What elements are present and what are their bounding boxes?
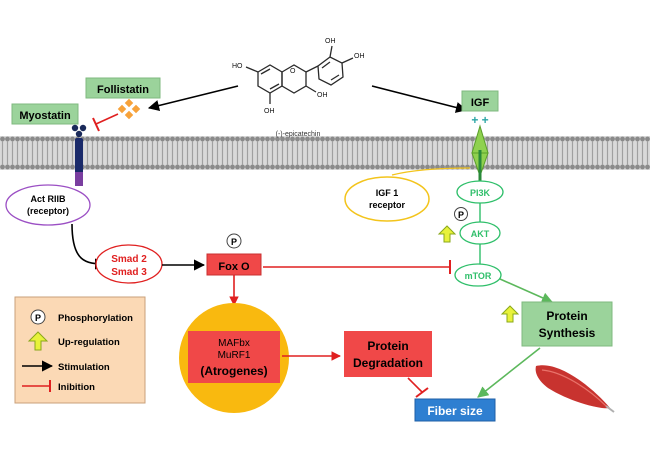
myostatin-box (11, 103, 79, 125)
pi3k-label: PI3K (470, 188, 491, 198)
protein-degradation-label: Protein (367, 339, 408, 353)
follistatin-inhibits-myostatin (95, 113, 119, 125)
igf-receptor-label: receptor (369, 200, 406, 210)
akt-upregulation-icon (437, 225, 457, 243)
act-riib-receptor-icon (71, 124, 87, 186)
legend-phosphorylation-icon (30, 309, 46, 325)
legend-upregulation-icon (27, 331, 49, 351)
degradation-inhibits-fiber (407, 377, 423, 393)
mtor-label: mTOR (465, 271, 492, 281)
epicatechin-to-follistatin-arrow (147, 85, 239, 112)
fiber-size-label: Fiber size (427, 404, 483, 418)
cell-membrane (0, 136, 650, 170)
epicatechin-to-igf-arrow (371, 85, 468, 113)
svg-text:O: O (290, 68, 296, 75)
protein-degradation-label: Degradation (353, 356, 423, 370)
mtor-to-synthesis-arrow (499, 278, 554, 304)
protein-synthesis-label: Synthesis (539, 326, 596, 340)
oh-label: OH (317, 92, 328, 99)
smad-label: Smad 3 (111, 267, 147, 278)
oh-label: OH (325, 38, 336, 45)
synthesis-to-fiber-arrow (477, 347, 541, 398)
protein-synthesis-box (521, 301, 613, 347)
foxo-label: Fox O (218, 261, 250, 273)
atrogenes-box (188, 331, 280, 383)
phospho-p-symbol: P (231, 237, 237, 247)
muscle-icon (535, 365, 615, 413)
act-riib-label: (receptor) (27, 206, 69, 216)
phospho-p-symbol: P (458, 210, 464, 220)
epicatechin-label: (-)-epicatechin (276, 131, 321, 138)
smad-oval (95, 244, 163, 284)
follistatin-molecule-icon (117, 98, 141, 120)
smad-label: Smad 2 (111, 254, 147, 265)
akt-phosphorylation-icon (454, 207, 468, 221)
foxo-phosphorylation-icon (226, 233, 242, 249)
igf-receptor-pointer (391, 167, 471, 176)
follistatin-label: Follistatin (97, 84, 149, 96)
receptor-plus-label: + + (471, 113, 488, 127)
legend-inhibition-label: Inibition (58, 382, 95, 393)
akt-label: AKT (471, 229, 490, 239)
atrogenes-label: (Atrogenes) (200, 364, 267, 378)
protein-degradation-box (344, 331, 432, 377)
act-riib-label: Act RIIB (30, 194, 66, 204)
fiber-size-box (414, 398, 496, 422)
follistatin-box (85, 77, 161, 99)
protein-synthesis-label: Protein (546, 309, 587, 323)
igf-receptor-label: IGF 1 (376, 188, 399, 198)
igf-receptor-icon (471, 124, 489, 185)
atrogenes-label: MuRF1 (218, 350, 251, 361)
epicatechin-molecule (245, 45, 354, 104)
oh-label: OH (264, 108, 275, 115)
synthesis-upregulation-icon (500, 305, 520, 323)
myostatin-label: Myostatin (19, 110, 71, 122)
mtor-oval (454, 263, 502, 287)
oh-label: OH (354, 53, 365, 60)
legend-phosphorylation-label: Phosphorylation (58, 313, 133, 324)
atrogenes-label: MAFbx (218, 338, 250, 349)
legend-stimulation-label: Stimulation (58, 362, 110, 373)
igf-label: IGF (471, 97, 490, 109)
act-riib-receptor-oval (5, 184, 91, 226)
igf-receptor-oval (344, 176, 430, 222)
phospho-p-symbol: P (35, 313, 41, 323)
oh-label: HO (232, 63, 243, 70)
legend-upregulation-label: Up-regulation (58, 337, 120, 348)
igf-box (461, 90, 499, 112)
